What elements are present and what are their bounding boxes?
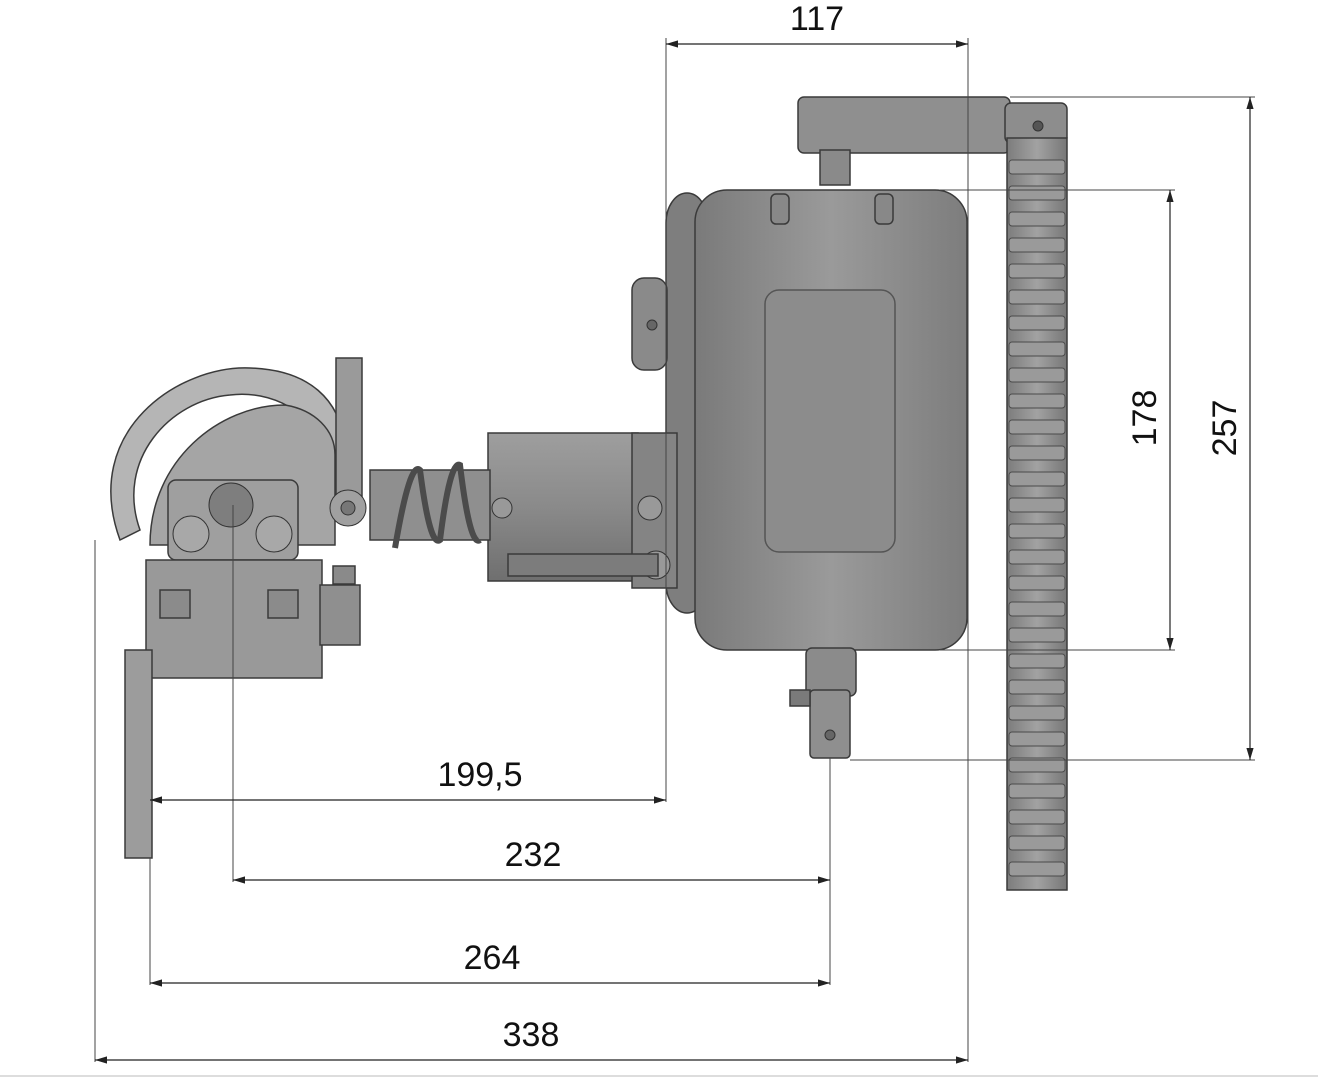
handle-rib [1008,523,1066,539]
handle-rib [1008,445,1066,461]
handle-rib [1008,679,1066,695]
handle-rib [1008,575,1066,591]
dim-199-label: 199,5 [437,756,522,794]
handle-rib [1008,237,1066,253]
handle-rib [1008,601,1066,617]
handle-rib [1008,809,1066,825]
machine [110,96,1068,891]
handle-rib [1008,471,1066,487]
handle-rib [1008,341,1066,357]
dim-117-label: 117 [790,0,844,38]
dim-232-label: 232 [505,836,562,874]
dimensions: 117 257 178 199,5 232 264 338 [94,0,1255,1064]
dim-178-label: 178 [1126,390,1164,447]
handle-rib [1008,211,1066,227]
handle-rib [1008,549,1066,565]
top-handle-bar [797,96,1068,186]
handle-rib [1008,731,1066,747]
handle-rib [1008,185,1066,201]
handle-rib [1008,783,1066,799]
handle-rib [1008,289,1066,305]
extension-lines [94,38,1255,1062]
handle-rib [1008,393,1066,409]
dim-338-label: 338 [503,1016,560,1054]
handle-rib [1008,419,1066,435]
dim-264-label: 264 [464,939,521,977]
handle-rib [1008,757,1066,773]
handle-rib [1008,159,1066,175]
dim-257-label: 257 [1206,400,1244,457]
spring [369,461,491,549]
handle-rib [1008,367,1066,383]
handle-rib [1008,497,1066,513]
handle-rib [1008,835,1066,851]
bending-head [110,357,367,859]
handle-rib [1008,653,1066,669]
handle-rib [1008,705,1066,721]
motor-housing [631,189,968,651]
drive-cylinder [487,432,678,589]
bottom-connector [789,647,857,759]
ribbed-side-handle [1006,137,1068,891]
handle-rib [1008,263,1066,279]
handle-rib [1008,627,1066,643]
handle-rib [1008,861,1066,877]
handle-rib [1008,315,1066,331]
